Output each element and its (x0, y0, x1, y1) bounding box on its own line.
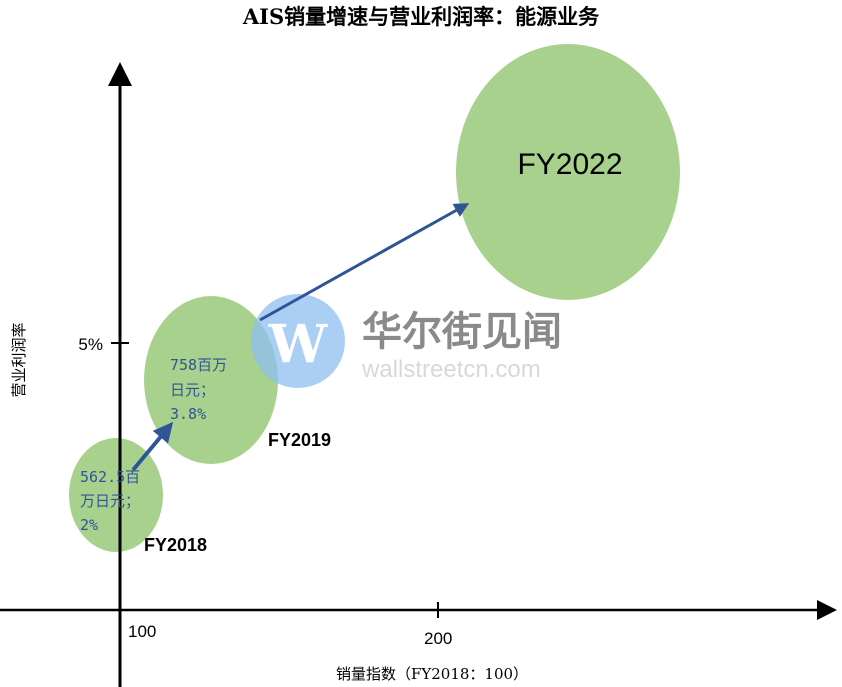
svg-text:W: W (268, 314, 329, 375)
bubble-fy2018-label: FY2018 (144, 535, 207, 555)
x-tick-label: 100 (128, 622, 156, 641)
bubble-fy2018-text: 万日元； (80, 492, 140, 510)
arrow-2019-2022 (259, 203, 470, 322)
chart-title: AIS销量增速与营业利润率：能源业务 (242, 4, 600, 29)
bubble-fy2019-text: 日元； (170, 381, 215, 399)
bubble-fy2022-label: FY2022 (517, 148, 622, 181)
bubble-fy2019 (144, 296, 278, 464)
bubble-fy2018-text: 2% (80, 516, 98, 534)
y-axis-label: 营业利润率 (10, 322, 28, 397)
bubble-fy2019-label: FY2019 (268, 430, 331, 450)
x-tick-label: 200 (424, 629, 452, 648)
bubble-fy2019-text: 3.8% (170, 405, 206, 423)
arrow-2018-2019 (131, 421, 174, 472)
y-tick-label: 5% (78, 335, 103, 354)
watermark-cn: 华尔街见闻 (362, 308, 562, 355)
bubble-fy2018 (69, 438, 163, 552)
bubble-fy2022 (456, 44, 680, 300)
watermark-logo-icon (251, 294, 345, 388)
x-axis-label: 销量指数（FY2018：100） (336, 665, 528, 683)
watermark-en: wallstreetcn.com (361, 356, 541, 383)
bubble-fy2019-text: 758百万 (170, 356, 227, 374)
bubble-fy2018-text: 562.5百 (80, 468, 140, 486)
watermark: W 华尔街见闻 wallstreetcn.com (251, 294, 562, 388)
